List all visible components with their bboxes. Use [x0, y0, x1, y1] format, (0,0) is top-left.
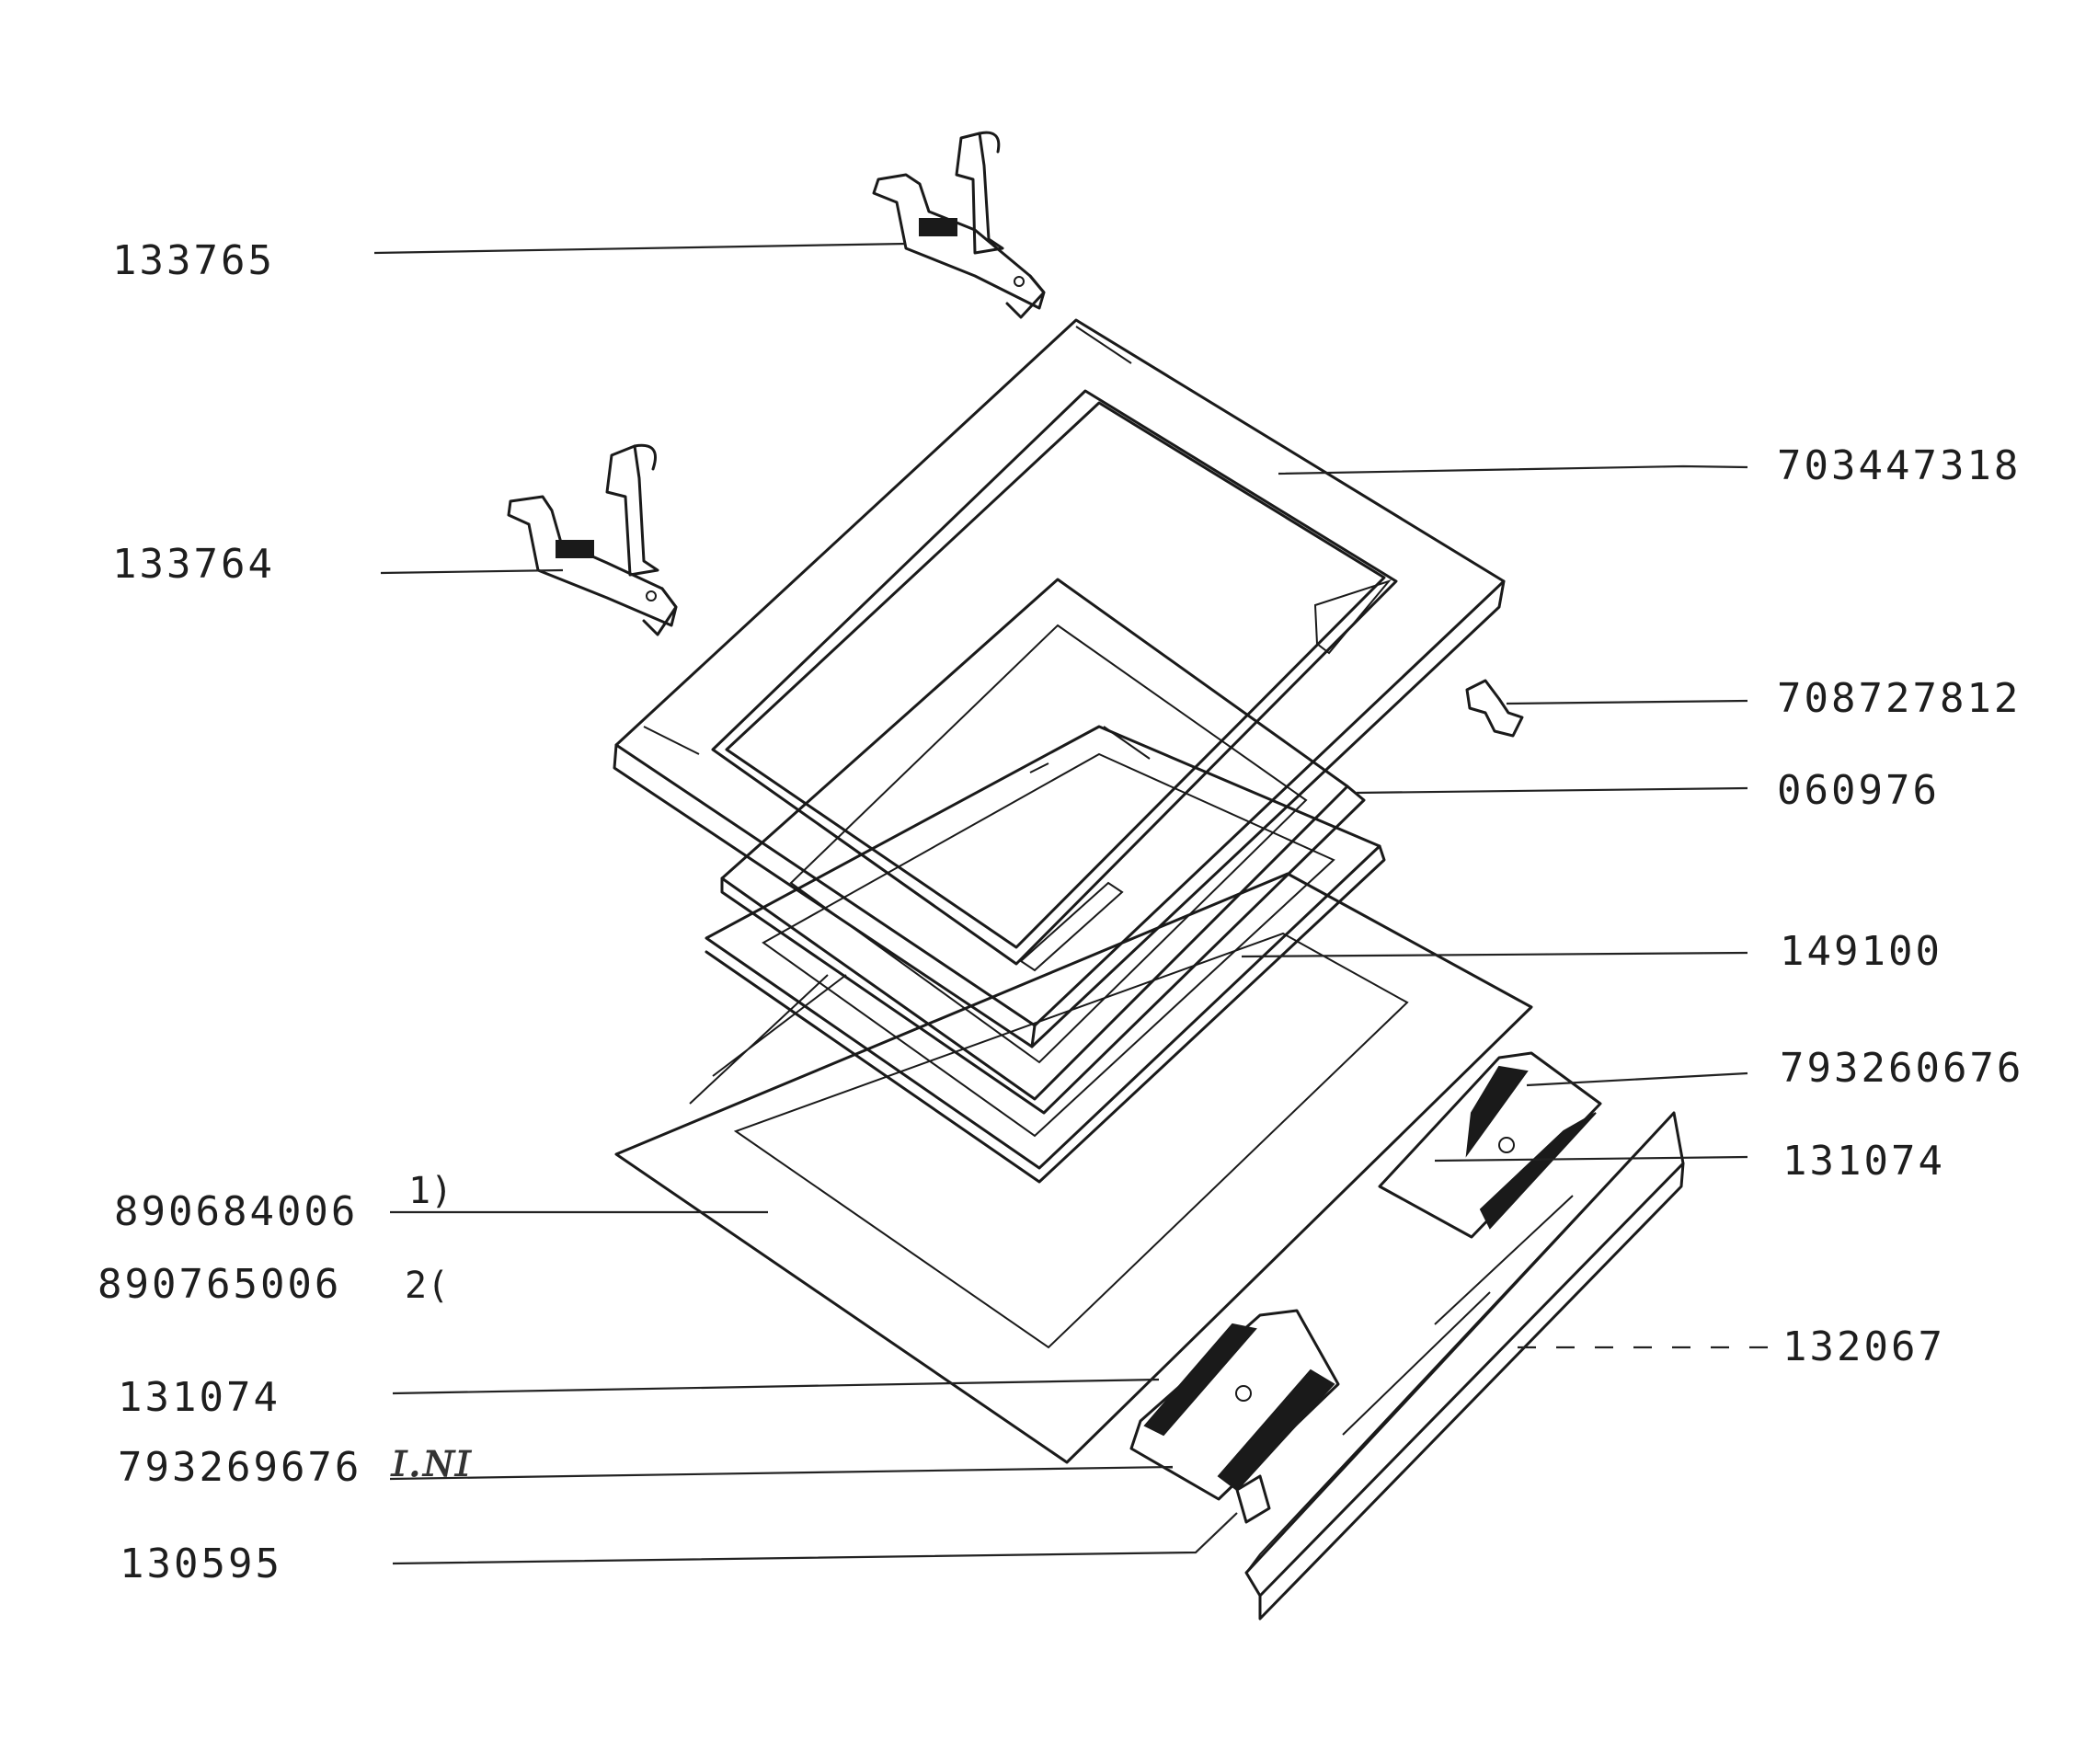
- screw-130595: [1235, 1474, 1271, 1524]
- note-890765006: 2(: [405, 1265, 450, 1307]
- inner-frame-060976: [720, 578, 1366, 1115]
- handle-132067: [1244, 1111, 1685, 1621]
- label-890765006: 890765006: [97, 1261, 342, 1308]
- hinge-133764: [507, 443, 678, 636]
- hinge-133765: [872, 131, 1046, 319]
- label-130595: 130595: [120, 1541, 282, 1587]
- door-frame-703447318: [613, 318, 1506, 1048]
- label-133765: 133765: [112, 237, 275, 284]
- label-149100: 149100: [1780, 928, 1942, 975]
- glass-149100: [705, 725, 1386, 1184]
- clip-708727812: [1465, 679, 1524, 738]
- label-793260676: 793260676: [1780, 1045, 2024, 1092]
- label-132067: 132067: [1782, 1323, 1945, 1370]
- note-890684006: 1): [408, 1170, 453, 1212]
- label-708727812: 708727812: [1777, 675, 2022, 722]
- label-703447318: 703447318: [1777, 442, 2022, 489]
- label-133764: 133764: [112, 541, 275, 588]
- outer-glass-890684006: [614, 872, 1533, 1464]
- bracket-assembly-right: [1378, 1051, 1602, 1239]
- bracket-assembly-left: [1129, 1309, 1340, 1501]
- label-793269676: 793269676: [118, 1444, 362, 1491]
- label-131074-left: 131074: [118, 1374, 281, 1421]
- leader-lines: [373, 242, 1770, 1565]
- label-890684006: 890684006: [114, 1188, 359, 1235]
- label-060976: 060976: [1777, 767, 1940, 814]
- handwritten-annotation: ɪ.ɴɪ: [391, 1430, 471, 1488]
- label-131074-right: 131074: [1782, 1138, 1945, 1185]
